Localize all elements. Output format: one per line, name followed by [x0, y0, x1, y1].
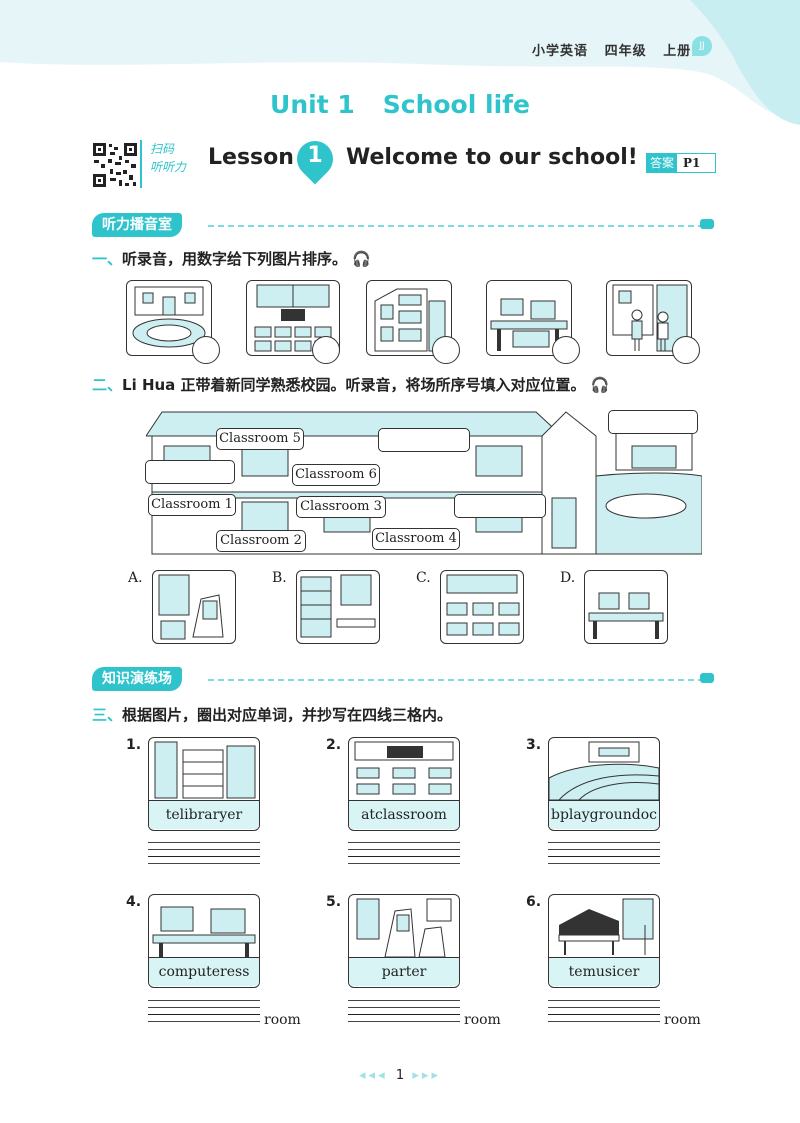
question-3-number: 三、 — [92, 706, 123, 724]
unit-title: Unit 1 School life — [0, 90, 800, 119]
writing-lines[interactable] — [148, 842, 260, 870]
word-card-computer: computeress — [148, 894, 260, 988]
word-puzzle[interactable]: atclassroom — [349, 801, 459, 829]
item-number: 1. — [126, 737, 142, 753]
building-label-classroom-6: Classroom 6 — [292, 464, 380, 486]
item-number: 5. — [326, 894, 342, 910]
q1-picture-playground — [126, 280, 212, 356]
word-card-playground: bplaygroundoc — [548, 737, 660, 831]
right-arrows-icon: ▸▸▸ — [412, 1068, 441, 1083]
option-b-picture-library — [296, 570, 380, 644]
subject-label: 小学英语 — [532, 44, 589, 59]
room-suffix: room — [264, 1012, 301, 1028]
section-tag-practice: 知识演练场 — [92, 667, 182, 691]
headphones-icon: 🎧 — [352, 250, 371, 268]
word-card-music: temusicer — [548, 894, 660, 988]
writing-lines[interactable] — [348, 1000, 460, 1028]
writing-lines[interactable] — [548, 842, 660, 870]
section-tag-listening: 听力播音室 — [92, 213, 182, 237]
question-2-text: Li Hua 正带着新同学熟悉校园。听录音，将场所序号填入对应位置。 — [122, 376, 586, 394]
scan-to-listen-label: 扫码 听听力 — [140, 140, 194, 188]
room-suffix: room — [664, 1012, 701, 1028]
unit-name: School life — [382, 90, 530, 119]
lesson-word: Lesson — [208, 145, 294, 170]
building-label-classroom-2: Classroom 2 — [216, 530, 306, 552]
option-c-label: C. — [416, 570, 431, 586]
question-2-number: 二、 — [92, 376, 123, 394]
option-d-picture-computer-room — [584, 570, 668, 644]
building-blank-box[interactable] — [454, 494, 546, 518]
lesson-number: 1 — [307, 143, 323, 168]
term-label: 上册 — [663, 44, 692, 59]
building-label-classroom-5: Classroom 5 — [216, 428, 304, 450]
word-puzzle[interactable]: temusicer — [549, 958, 659, 986]
lesson-title: Welcome to our school! — [346, 145, 638, 170]
answer-page: P1 — [683, 156, 701, 170]
answer-reference: 答案 P1 — [646, 153, 716, 173]
page-footer: ◂◂◂ 1 ▸▸▸ — [0, 1068, 800, 1083]
word-card-classroom: atclassroom — [348, 737, 460, 831]
q1-answer-circle[interactable] — [312, 336, 340, 364]
option-a-picture-art-room — [152, 570, 236, 644]
item-number: 2. — [326, 737, 342, 753]
section-divider — [208, 679, 704, 681]
word-puzzle[interactable]: telibraryer — [149, 801, 259, 829]
question-1-text: 听录音，用数字给下列图片排序。 — [122, 250, 348, 268]
pencil-tip-icon — [700, 673, 714, 683]
publisher-badge: JJ — [692, 36, 712, 56]
question-1: 一、听录音，用数字给下列图片排序。 🎧 — [92, 248, 371, 269]
writing-lines[interactable] — [548, 1000, 660, 1028]
option-c-picture-classroom — [440, 570, 524, 644]
option-d-label: D. — [560, 570, 576, 586]
scan-line-2: 听听力 — [150, 160, 187, 174]
left-arrows-icon: ◂◂◂ — [359, 1068, 388, 1083]
q1-answer-circle[interactable] — [432, 336, 460, 364]
scan-line-1: 扫码 — [150, 142, 175, 156]
option-b-label: B. — [272, 570, 287, 586]
q1-picture-library — [366, 280, 452, 356]
item-number: 6. — [526, 894, 542, 910]
item-number: 3. — [526, 737, 542, 753]
question-1-number: 一、 — [92, 250, 123, 268]
q1-answer-circle[interactable] — [192, 336, 220, 364]
writing-lines[interactable] — [348, 842, 460, 870]
word-puzzle[interactable]: parter — [349, 958, 459, 986]
pencil-tip-icon — [700, 219, 714, 229]
page-number: 1 — [395, 1068, 405, 1083]
section-divider — [208, 225, 704, 227]
book-header: 小学英语 四年级 上册 — [532, 40, 691, 59]
headphones-icon: 🎧 — [590, 376, 610, 394]
grade-label: 四年级 — [604, 44, 647, 59]
building-blank-box[interactable] — [378, 428, 470, 452]
building-label-classroom-4: Classroom 4 — [372, 528, 460, 550]
room-suffix: room — [464, 1012, 501, 1028]
building-blank-box[interactable] — [145, 460, 235, 484]
unit-label: Unit 1 — [270, 90, 355, 119]
building-label-classroom-1: Classroom 1 — [148, 494, 236, 516]
answer-label: 答案 — [647, 154, 678, 172]
question-2: 二、Li Hua 正带着新同学熟悉校园。听录音，将场所序号填入对应位置。 🎧 — [92, 374, 609, 395]
q1-picture-students — [606, 280, 692, 356]
building-label-classroom-3: Classroom 3 — [296, 496, 386, 518]
writing-lines[interactable] — [148, 1000, 260, 1028]
q1-answer-circle[interactable] — [552, 336, 580, 364]
header-wave-background — [0, 0, 800, 125]
question-3-text: 根据图片，圈出对应单词，并抄写在四线三格内。 — [122, 706, 453, 724]
word-puzzle[interactable]: bplaygroundoc — [549, 801, 659, 829]
q1-picture-classroom — [246, 280, 340, 356]
option-a-label: A. — [128, 570, 143, 586]
word-puzzle[interactable]: computeress — [149, 958, 259, 986]
word-card-library: telibraryer — [148, 737, 260, 831]
word-card-art: parter — [348, 894, 460, 988]
building-blank-box[interactable] — [608, 410, 698, 434]
q1-answer-circle[interactable] — [672, 336, 700, 364]
item-number: 4. — [126, 894, 142, 910]
question-3: 三、根据图片，圈出对应单词，并抄写在四线三格内。 — [92, 704, 452, 725]
qr-code-icon[interactable] — [92, 142, 138, 188]
